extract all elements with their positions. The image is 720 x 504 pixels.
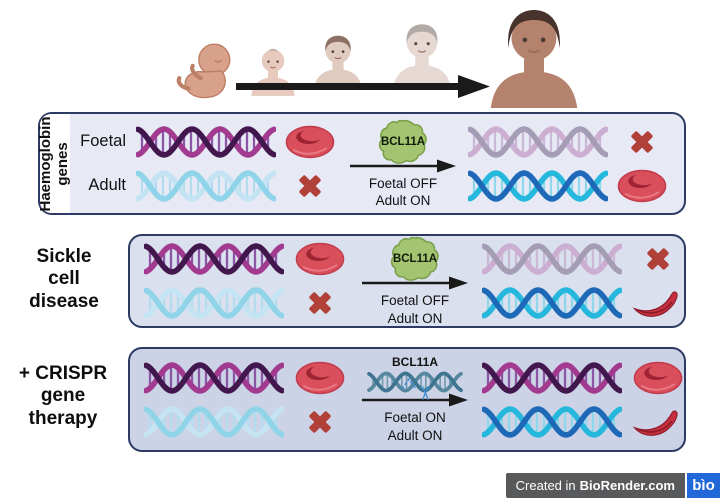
scissors-icon: ✂ [413,385,435,402]
before-dna-column [136,124,276,204]
foetal-active-dna-icon [136,124,276,160]
before-dna-column [144,360,284,440]
transition-crispr: BCL11A ✂ Foetal ON Adult ON [356,355,474,444]
biorender-brand: BioRender.com [579,478,675,493]
adult-icon [484,5,584,108]
after-cell-column [630,241,686,321]
transition-arrow-icon [350,159,456,173]
before-cell-column [292,360,348,440]
foetal-active-dna-icon [144,360,284,396]
cross-icon [282,168,338,204]
crispr-target-dna-icon [367,370,463,394]
row-label-adult: Adult [88,176,126,194]
sickle-cell-icon [630,404,686,440]
panel-haemoglobin-genes: Haemoglobin genes Foetal Adult [37,112,686,215]
before-dna-column [144,241,284,321]
bcl11a-label: BCL11A [380,135,426,148]
before-cell-column [292,241,348,321]
credit-prefix: Created in [515,478,576,493]
cross-icon [630,241,686,277]
foetus-icon [170,40,238,102]
transition-arrow-icon [362,276,468,290]
foetal-faded-dna-icon [468,124,608,160]
panel-title-sickle-cell-disease: Sickle cell disease [29,246,99,312]
panel-side-strip: Haemoglobin genes [37,114,71,213]
row-label-foetal: Foetal [80,132,126,150]
row-labels: Foetal Adult [76,124,130,204]
red-blood-cell-icon [630,360,686,396]
transition-caption: Foetal OFF Adult ON [368,175,438,208]
transition-arrow-icon [362,393,468,407]
panel-title-crispr-gene-therapy: + CRISPR gene therapy [18,363,108,429]
adult-inactive-dna-icon [136,168,276,204]
transition-caption: Foetal ON Adult ON [384,410,446,443]
sickle-cell-icon [630,285,686,321]
after-dna-column [482,241,622,321]
after-cell-column [630,360,686,440]
biorender-badge: Created in BioRender.com bìo [505,473,720,498]
cross-icon [292,285,348,321]
cross-icon [292,404,348,440]
adult-inactive-dna-icon [144,404,284,440]
panel-title-haemoglobin-genes: Haemoglobin genes [37,115,71,212]
transition-caption: Foetal OFF Adult ON [380,293,450,326]
red-blood-cell-icon [282,124,338,160]
transition: BCL11A Foetal OFF Adult ON [344,118,462,210]
red-blood-cell-icon [614,168,670,204]
after-dna-column [468,124,608,204]
foetal-active-dna-icon [144,241,284,277]
biorender-logo-icon: bìo [687,473,720,498]
panel-crispr-gene-therapy: BCL11A ✂ Foetal ON Adult ON [128,347,686,452]
biorender-credit: Created in BioRender.com [505,473,685,498]
adult-active-dna-icon [482,404,622,440]
foetal-faded-dna-icon [482,241,622,277]
after-cell-column [614,124,670,204]
bcl11a-gene-label: BCL11A [391,355,438,370]
transition: BCL11A Foetal OFF Adult ON [356,235,474,327]
after-dna-column [482,360,622,440]
red-blood-cell-icon [292,241,348,277]
panel-sickle-cell-disease: BCL11A Foetal OFF Adult ON [128,234,686,328]
adult-active-dna-icon [482,285,622,321]
foetal-active-dna-icon [482,360,622,396]
cross-icon [614,124,670,160]
cut-mark-icon [401,377,417,390]
bcl11a-protein-icon: BCL11A [383,235,447,283]
adult-active-dna-icon [468,168,608,204]
red-blood-cell-icon [292,360,348,396]
adult-inactive-dna-icon [144,285,284,321]
bcl11a-protein-icon: BCL11A [371,118,435,166]
timeline-arrow-icon [236,75,490,98]
bcl11a-label: BCL11A [392,253,438,266]
before-cell-column [282,124,338,204]
